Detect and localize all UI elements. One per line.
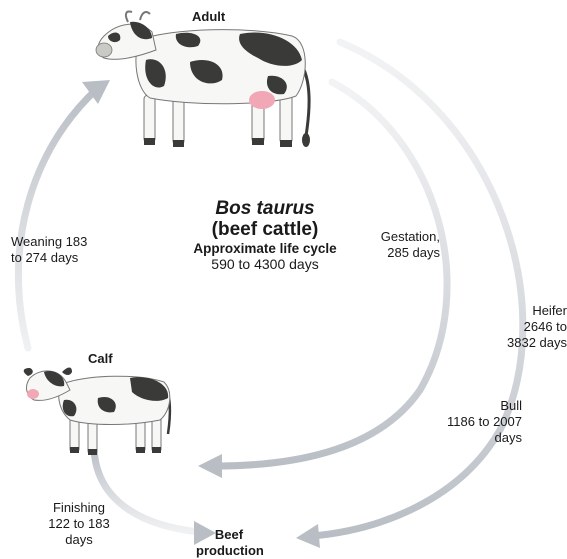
beef-production-line-1: Beef [196,527,262,543]
weaning-line-1: Weaning 183 [11,234,87,250]
weaning-line-2: to 274 days [11,250,87,266]
bull-line-2: 1186 to 2007 [434,414,522,430]
bull-label: Bull 1186 to 2007 days [434,398,522,446]
gestation-line-1: Gestation, [368,229,440,245]
life-cycle-range: 590 to 4300 days [160,256,370,272]
heifer-line-3: 3832 days [490,335,567,351]
gestation-line-2: 285 days [368,245,440,261]
calf-illustration [24,368,170,456]
finishing-line-1: Finishing [41,500,117,516]
adult-label: Adult [192,9,225,25]
species-name: Bos taurus [160,198,370,219]
common-name: (beef cattle) [160,219,370,240]
heifer-line-1: Heifer [490,303,567,319]
title-block: Bos taurus (beef cattle) Approximate lif… [160,198,370,272]
gestation-label: Gestation, 285 days [368,229,440,261]
beef-production-label: Beef production [196,527,262,559]
finishing-label: Finishing 122 to 183 days [41,500,117,548]
heifer-bull-arrow [296,42,523,548]
heifer-line-2: 2646 to [490,319,567,335]
finishing-line-3: days [41,532,117,548]
life-cycle-subtitle: Approximate life cycle [160,241,370,256]
beef-production-line-2: production [196,543,262,559]
weaning-arrow [18,80,110,348]
finishing-line-2: 122 to 183 [41,516,117,532]
heifer-label: Heifer 2646 to 3832 days [490,303,567,351]
calf-label: Calf [88,351,113,367]
weaning-label: Weaning 183 to 274 days [11,234,87,266]
adult-cow-illustration [96,11,310,147]
bull-line-3: days [434,430,522,446]
gestation-arrow [198,82,447,478]
bull-line-1: Bull [434,398,522,414]
